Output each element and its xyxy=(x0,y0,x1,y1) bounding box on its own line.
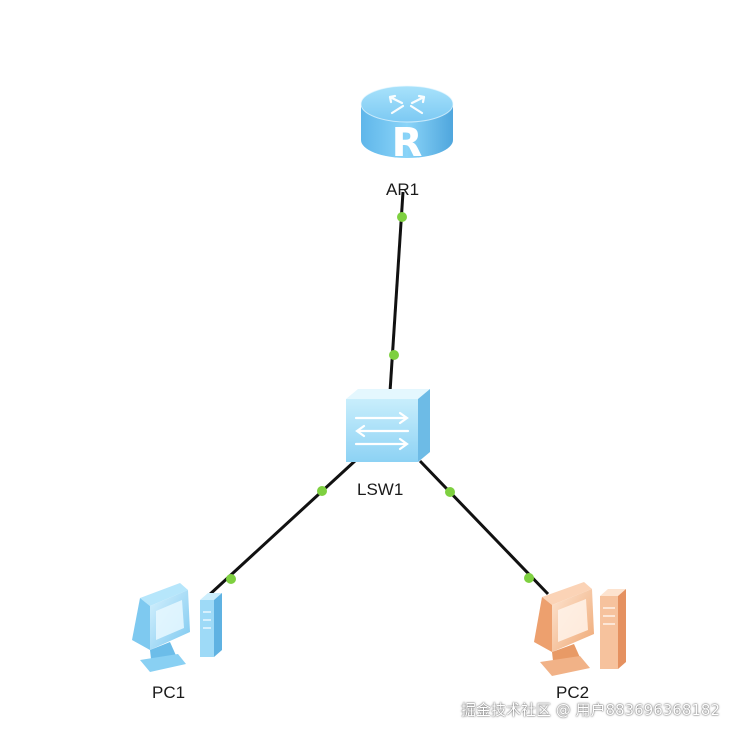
port-dot-ar1[interactable] xyxy=(397,212,407,222)
link-lsw1-pc2[interactable] xyxy=(418,459,550,596)
port-dot-pc2[interactable] xyxy=(524,573,534,583)
pc1-icon[interactable] xyxy=(132,583,222,672)
port-dots xyxy=(226,212,534,584)
watermark: 掘金技术社区 @ 用户883696368182 xyxy=(460,701,720,719)
switch-label: LSW1 xyxy=(357,480,404,499)
link-lsw1-pc1[interactable] xyxy=(206,458,358,598)
switch-icon[interactable] xyxy=(346,389,430,462)
pc1-label: PC1 xyxy=(152,683,186,702)
pc2-icon[interactable] xyxy=(534,582,626,676)
port-dot-lsw1-right[interactable] xyxy=(445,487,455,497)
pc2-label: PC2 xyxy=(556,683,590,702)
svg-text:R: R xyxy=(392,120,423,166)
router-icon[interactable]: R xyxy=(360,85,454,166)
port-dot-lsw1-left[interactable] xyxy=(317,486,327,496)
router-label: AR1 xyxy=(386,180,420,199)
port-dot-pc1[interactable] xyxy=(226,574,236,584)
link-ar1-lsw1[interactable] xyxy=(388,191,405,393)
port-dot-lsw1-up[interactable] xyxy=(389,350,399,360)
